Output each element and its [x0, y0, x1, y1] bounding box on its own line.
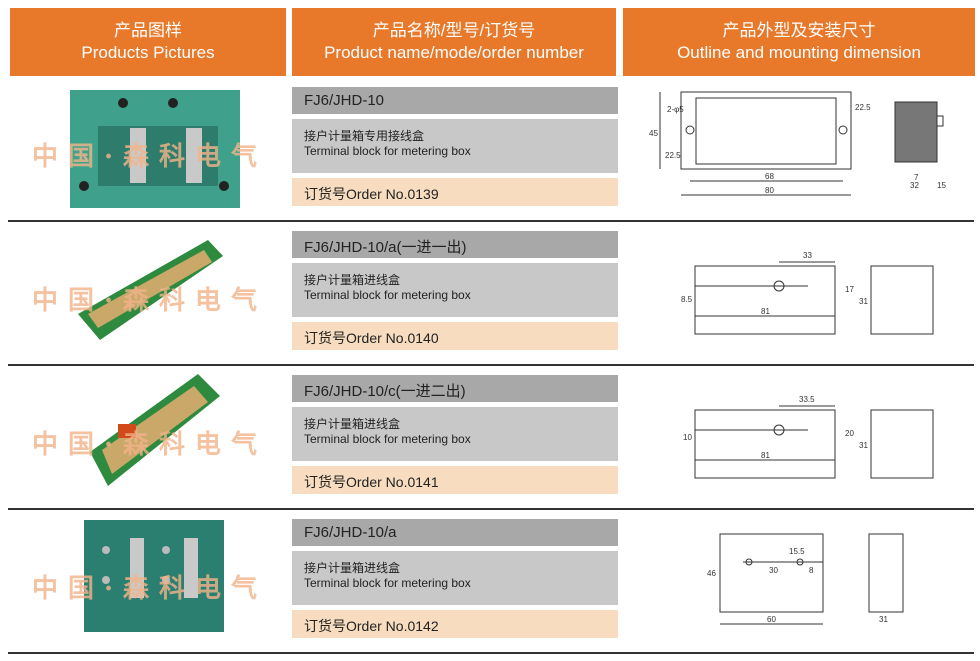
dim-label: 33.5: [799, 395, 815, 404]
watermark: 中国·森科电气: [32, 286, 268, 316]
name-en: Terminal block for metering box: [304, 576, 471, 590]
name-en: Terminal block for metering box: [304, 288, 471, 302]
header-products-pictures: 产品图样 Products Pictures: [10, 8, 286, 76]
header-product-name: 产品名称/型号/订货号 Product name/mode/order numbe…: [292, 8, 616, 76]
order-number: 订货号Order No.0142: [292, 610, 618, 638]
dim-label: 8: [809, 566, 814, 575]
dim-label: 68: [765, 172, 774, 181]
product-model: FJ6/JHD-10/a(一进一出): [292, 231, 618, 258]
name-zh: 接户计量箱进线盒: [304, 561, 401, 575]
dim-label: 31: [859, 441, 868, 450]
header-en: Products Pictures: [81, 43, 215, 62]
name-en: Terminal block for metering box: [304, 432, 471, 446]
dim-label: 31: [859, 297, 868, 306]
dim-label: 46: [707, 569, 716, 578]
dimension-drawing: 68 80 45 2-φ5 22.5 22.5 7 32 15: [649, 91, 946, 196]
header-zh: 产品图样: [114, 21, 182, 40]
product-image: 中国·森科电气: [8, 78, 288, 218]
dim-label: 31: [879, 615, 888, 624]
order-number: 订货号Order No.0141: [292, 466, 618, 494]
dim-label: 8.5: [681, 295, 693, 304]
dim-label: 17: [845, 285, 854, 294]
dim-label: 81: [761, 307, 770, 316]
dim-label: 33: [803, 251, 812, 260]
dim-label: 15: [937, 181, 946, 190]
product-model: FJ6/JHD-10/a: [292, 519, 618, 546]
dimension-drawing: 33 8.5 17 81 31: [681, 251, 934, 335]
dim-label: 22.5: [665, 151, 681, 160]
dim-label: 81: [761, 451, 770, 460]
dim-label: 32: [910, 181, 919, 190]
product-image: 中国·森科电气: [8, 222, 288, 362]
product-image: 中国·森科电气: [8, 366, 288, 506]
watermark: 中国·森科电气: [32, 574, 268, 604]
product-model: FJ6/JHD-10: [292, 87, 618, 114]
header-en: Outline and mounting dimension: [677, 43, 921, 62]
dim-label: 2-φ5: [667, 105, 684, 114]
dimension-drawing: 33.5 10 20 81 31: [683, 395, 934, 479]
dim-label: 20: [845, 429, 854, 438]
dim-label: 15.5: [789, 547, 805, 556]
product-image: 中国·森科电气: [8, 510, 288, 650]
dim-label: 10: [683, 433, 692, 442]
order-number: 订货号Order No.0140: [292, 322, 618, 350]
dim-label: 60: [767, 615, 776, 624]
product-model: FJ6/JHD-10/c(一进二出): [292, 375, 618, 402]
order-number: 订货号Order No.0139: [292, 178, 618, 206]
dim-label: 30: [769, 566, 778, 575]
dimension-drawing: 15.5 46 30 8 60 31: [707, 533, 904, 625]
name-zh: 接户计量箱进线盒: [304, 273, 401, 287]
watermark: 中国·森科电气: [32, 142, 268, 172]
name-en: Terminal block for metering box: [304, 144, 471, 158]
header-zh: 产品外型及安装尺寸: [722, 21, 876, 40]
name-zh: 接户计量箱专用接线盒: [304, 129, 425, 143]
watermark: 中国·森科电气: [32, 430, 268, 460]
dim-label: 45: [649, 129, 658, 138]
dim-label: 7: [914, 173, 919, 182]
header-outline: 产品外型及安装尺寸 Outline and mounting dimension: [623, 8, 975, 76]
dim-label: 80: [765, 186, 774, 195]
name-zh: 接户计量箱进线盒: [304, 417, 401, 431]
header-en: Product name/mode/order number: [324, 43, 584, 62]
dim-label: 22.5: [855, 103, 871, 112]
header-zh: 产品名称/型号/订货号: [372, 21, 536, 40]
